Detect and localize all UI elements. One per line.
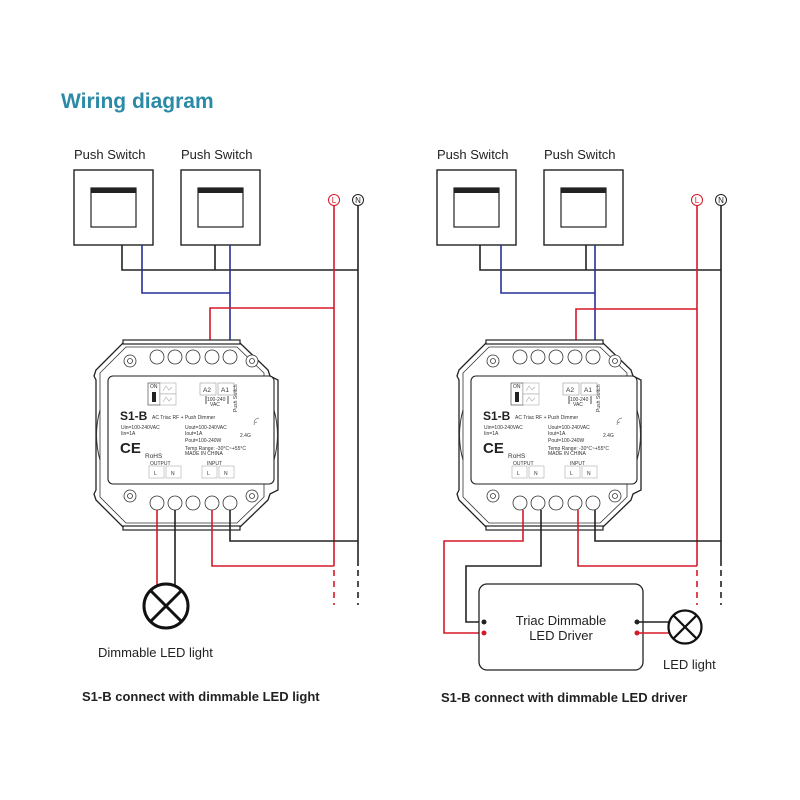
input-label: INPUT <box>207 461 222 467</box>
driver-label-line2: LED Driver <box>529 628 593 643</box>
terminal-l: L <box>570 471 573 477</box>
switch-label: Push Switch <box>74 147 146 162</box>
a-vac-label: VAC <box>210 402 220 408</box>
device-subtitle: AC Triac RF + Push Dimmer <box>152 415 216 421</box>
dip-on-label: ON <box>150 384 158 390</box>
live-wire <box>209 307 334 350</box>
terminal-l: L <box>154 471 157 477</box>
uout-spec: Uout=100-240VAC <box>185 425 227 431</box>
rohs-mark: RoHS <box>508 453 526 460</box>
driver-input-live-dot <box>481 630 487 636</box>
pout-spec: Pout=100-240W <box>185 438 222 444</box>
made-in-label: MADE IN CHINA <box>185 451 223 457</box>
load-label: LED light <box>663 657 716 672</box>
switch-label: Push Switch <box>544 147 616 162</box>
input-label: INPUT <box>570 461 585 467</box>
live-wire <box>211 510 334 567</box>
page-title: Wiring diagram <box>61 90 214 113</box>
a1-label: A1 <box>221 387 229 394</box>
rohs-mark: RoHS <box>145 453 163 460</box>
load-label: Dimmable LED light <box>98 645 213 660</box>
ce-mark: CE <box>483 440 504 457</box>
device-subtitle: AC Triac RF + Push Dimmer <box>515 415 579 421</box>
uin-spec: Uin=100-240VAC <box>484 425 523 431</box>
switch-label: Push Switch <box>181 147 253 162</box>
push-switch-icon <box>543 169 624 246</box>
a-vac-label: VAC <box>573 402 583 408</box>
output-label: OUTPUT <box>150 461 171 467</box>
made-in-label: MADE IN CHINA <box>548 451 586 457</box>
a-voltage-label: 100-240 <box>207 397 226 403</box>
terminal-l: L <box>207 471 210 477</box>
iin-spec: Iin=1A <box>484 431 499 437</box>
rf-label: 2.4G <box>240 433 251 439</box>
push-switch-icon <box>73 169 154 246</box>
panel-left: Push Switch Push Switch L N Dimmable LED… <box>73 147 364 704</box>
uin-spec: Uin=100-240VAC <box>121 425 160 431</box>
uout-spec: Uout=100-240VAC <box>548 425 590 431</box>
pout-spec: Pout=100-240W <box>548 438 585 444</box>
output-label: OUTPUT <box>513 461 534 467</box>
rf-label: 2.4G <box>603 433 614 439</box>
panel-right: Push Switch Push Switch L N Triac Dimmab… <box>436 147 727 705</box>
iout-spec: Iout=1A <box>185 431 203 437</box>
live-wire <box>577 510 697 567</box>
neutral-wire <box>121 245 358 271</box>
output-live-wire <box>443 510 524 634</box>
iin-spec: Iin=1A <box>121 431 136 437</box>
panel-caption: S1-B connect with dimmable LED driver <box>441 690 687 705</box>
terminal-n: N <box>171 471 175 477</box>
neutral-label: N <box>718 196 724 205</box>
lamp-icon <box>667 609 703 645</box>
push-switch-icon <box>180 169 261 246</box>
device-model: S1-B <box>120 409 148 423</box>
push-switch-icon <box>436 169 517 246</box>
a2-label: A2 <box>566 387 574 394</box>
neutral-wire <box>594 510 721 542</box>
neutral-terminal-icon <box>715 194 727 206</box>
dip-on-label: ON <box>513 384 521 390</box>
terminal-n: N <box>587 471 591 477</box>
push-switch-rotated-label: Push Switch <box>233 384 239 412</box>
neutral-wire <box>479 245 721 271</box>
output-neutral-wire <box>465 510 542 623</box>
live-terminal-icon <box>691 194 703 206</box>
temp-spec: Temp Range: -30°C~+55°C <box>548 446 609 452</box>
terminal-l: L <box>517 471 520 477</box>
switch-label: Push Switch <box>437 147 509 162</box>
lamp-icon <box>142 582 190 630</box>
a1-label: A1 <box>584 387 592 394</box>
driver-label-line1: Triac Dimmable <box>516 613 607 628</box>
terminal-n: N <box>224 471 228 477</box>
led-driver-box <box>478 583 644 671</box>
temp-spec: Temp Range: -30°C~+55°C <box>185 446 246 452</box>
device-label-right: ON A2 A1 100-240 VAC Push Switch S1-B AC… <box>483 384 614 477</box>
neutral-wire <box>229 510 358 542</box>
live-wire <box>575 308 697 350</box>
ce-mark: CE <box>120 440 141 457</box>
live-terminal-icon <box>328 194 340 206</box>
panel-caption: S1-B connect with dimmable LED light <box>82 689 320 704</box>
terminal-n: N <box>534 471 538 477</box>
iout-spec: Iout=1A <box>548 431 566 437</box>
device-model: S1-B <box>483 409 511 423</box>
neutral-terminal-icon <box>352 194 364 206</box>
switch-wire <box>500 245 595 294</box>
device-label-left: ON A2 A1 100-240 VAC Push Switch S1-B AC… <box>120 384 251 477</box>
driver-input-neutral-dot <box>481 619 487 625</box>
live-label: L <box>695 196 700 205</box>
live-label: L <box>332 196 337 205</box>
push-switch-rotated-label: Push Switch <box>596 384 602 412</box>
a2-label: A2 <box>203 387 211 394</box>
neutral-label: N <box>355 196 361 205</box>
a-voltage-label: 100-240 <box>570 397 589 403</box>
switch-wire <box>141 245 230 294</box>
